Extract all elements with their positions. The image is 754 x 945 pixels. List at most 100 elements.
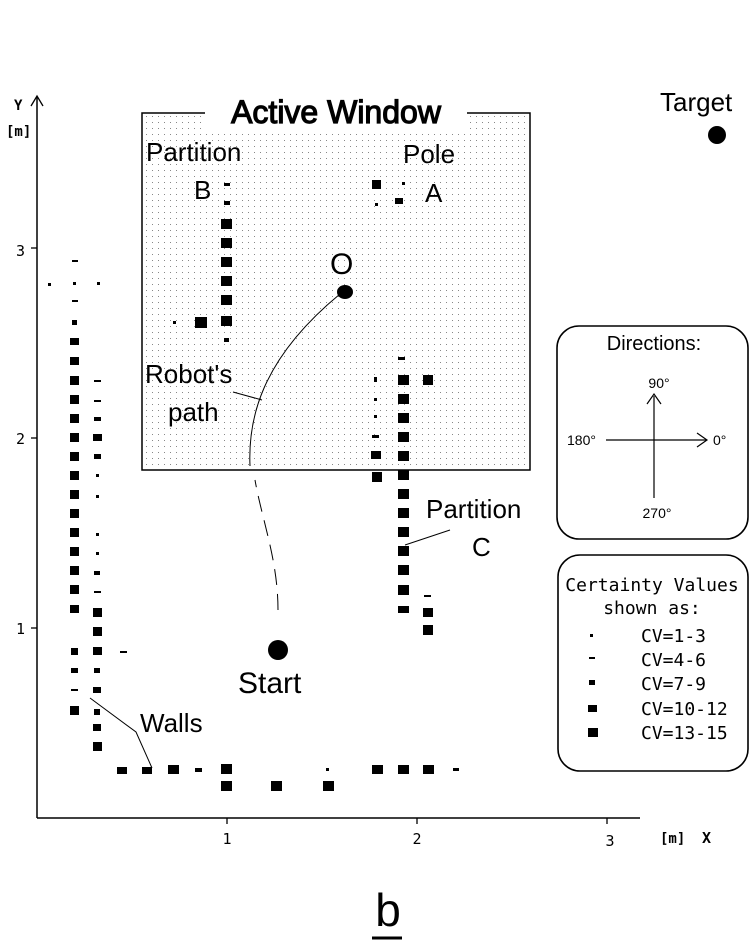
certainty-legend: Certainty Values shown as: CV=1-3 CV=4-6…	[557, 554, 749, 772]
cv-cell	[395, 198, 403, 204]
cv-cell	[94, 400, 101, 402]
cv-cell	[70, 471, 79, 480]
y-tick-label-3: 3	[16, 242, 25, 260]
direction-right-arrow-icon	[696, 432, 709, 448]
cv-cell	[168, 765, 179, 774]
cv-cell	[423, 765, 434, 774]
partition-c-label-line1: Partition	[426, 494, 521, 524]
x-tick-label-3: 3	[605, 832, 614, 850]
cv-cell	[142, 767, 152, 774]
direction-up-arrow-icon	[646, 392, 662, 405]
cv-cell	[72, 300, 78, 302]
cv-legend-marker-2	[589, 657, 595, 659]
cv-cell	[195, 317, 207, 328]
cv-cell	[398, 451, 409, 461]
cv-cell	[221, 781, 232, 791]
cv-cell	[371, 451, 381, 459]
cv-cell	[398, 527, 409, 537]
point-o-label: O	[330, 248, 353, 281]
pole-label-line1: Pole	[403, 139, 455, 169]
cv-legend-item-2: CV=4-6	[641, 650, 706, 671]
cv-cell	[120, 651, 127, 653]
cv-cell	[94, 668, 100, 673]
y-axis-arrowhead	[30, 94, 44, 107]
cv-cell	[398, 508, 409, 518]
cv-cell	[423, 608, 433, 617]
walls-label: Walls	[140, 708, 203, 738]
cv-cell	[71, 648, 78, 655]
cv-cell	[372, 435, 379, 438]
partition-c-leader	[404, 529, 451, 546]
cv-cell	[93, 434, 102, 441]
x-axis-unit: [m]	[660, 831, 685, 847]
cv-cell	[453, 768, 459, 771]
y-tick-label-2: 2	[16, 430, 25, 448]
cv-cell	[96, 533, 99, 536]
cv-legend-marker-1	[590, 634, 593, 637]
cv-cell	[71, 689, 78, 691]
cv-cell	[70, 547, 79, 556]
cv-cell	[271, 781, 282, 791]
cv-cell	[323, 781, 334, 791]
cv-cell	[224, 338, 229, 342]
pole-label-line2: A	[425, 178, 443, 208]
active-window: Active Window	[141, 92, 531, 471]
directions-title: Directions:	[607, 333, 701, 355]
robots-path-label-line2: path	[168, 397, 219, 427]
cv-cell	[93, 608, 102, 617]
cv-cell	[96, 474, 99, 477]
partition-b-label-line2: B	[194, 175, 211, 205]
cv-cell	[97, 282, 100, 285]
cv-cell	[398, 765, 409, 774]
cv-cell	[372, 765, 383, 774]
cv-cell	[374, 377, 377, 382]
cv-cell	[374, 415, 377, 418]
cv-cell	[398, 546, 409, 556]
cv-cell	[398, 470, 409, 480]
direction-180-label: 180°	[567, 432, 596, 448]
cv-cell	[93, 647, 102, 655]
cv-cell	[70, 338, 79, 345]
cv-cell	[173, 321, 176, 324]
partition-c-label-line2: C	[472, 532, 491, 562]
cv-legend-marker-3	[589, 680, 595, 685]
cv-cell	[221, 276, 232, 286]
x-tick-label-2: 2	[412, 830, 421, 848]
axes: Y [m] 1 2 3 1 2 3 [m] X	[6, 94, 711, 850]
cv-cell	[398, 375, 409, 385]
cv-cell	[73, 282, 76, 285]
direction-270-label: 270°	[643, 505, 672, 521]
cv-cell	[93, 742, 102, 751]
cv-cell	[398, 565, 409, 575]
robots-path-leader	[232, 391, 263, 401]
point-o-marker	[337, 285, 353, 299]
cv-cell	[424, 595, 431, 597]
cv-cell	[224, 201, 230, 205]
cv-legend-marker-4	[588, 705, 597, 712]
cv-legend-item-3: CV=7-9	[641, 674, 706, 695]
x-tick-label-1: 1	[222, 830, 231, 848]
cv-cell	[93, 627, 102, 636]
cv-legend-item-5: CV=13-15	[641, 723, 728, 744]
partition-b-label-line1: Partition	[146, 137, 241, 167]
cv-cell	[70, 509, 79, 518]
cv-cell	[70, 395, 79, 404]
cv-cell	[398, 585, 409, 595]
cv-cell	[94, 454, 101, 459]
cv-cell	[94, 591, 101, 593]
certainty-cells	[48, 180, 459, 791]
cv-cell	[70, 528, 79, 537]
cv-cell	[402, 182, 405, 185]
cv-cell	[93, 724, 101, 731]
cv-cell	[117, 767, 127, 774]
cv-cell	[372, 180, 381, 189]
cv-cell	[398, 489, 409, 499]
cv-cell	[94, 417, 101, 421]
cv-cell	[221, 219, 232, 229]
cv-cell	[93, 687, 101, 693]
cv-cell	[221, 238, 232, 248]
cv-cell	[71, 668, 78, 673]
direction-0-label: 0°	[713, 432, 726, 448]
cv-cell	[374, 398, 377, 401]
